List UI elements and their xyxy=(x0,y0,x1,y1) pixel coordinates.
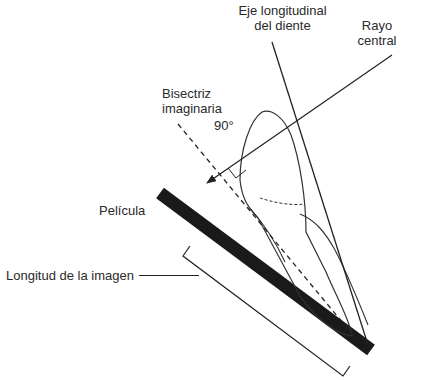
bone-outline xyxy=(300,214,368,325)
tooth-outline xyxy=(240,111,352,336)
axis-label: Eje longitudinal del diente xyxy=(228,3,337,33)
film-label: Película xyxy=(97,203,147,218)
cej-line xyxy=(260,198,304,205)
central-ray xyxy=(207,55,392,183)
bisector-line xyxy=(178,124,357,340)
angle-label: 90° xyxy=(212,118,236,133)
film-bar xyxy=(160,193,371,350)
gum-outline xyxy=(250,208,285,262)
ray-label: Rayo central xyxy=(345,18,409,48)
length-label: Longitud de la imagen xyxy=(4,268,136,283)
right-angle-mark xyxy=(228,168,246,178)
tooth-axis xyxy=(272,42,368,345)
length-bracket xyxy=(183,246,350,376)
leader-line xyxy=(139,275,199,276)
bisector-label: Bisectriz imaginaria xyxy=(160,86,246,116)
